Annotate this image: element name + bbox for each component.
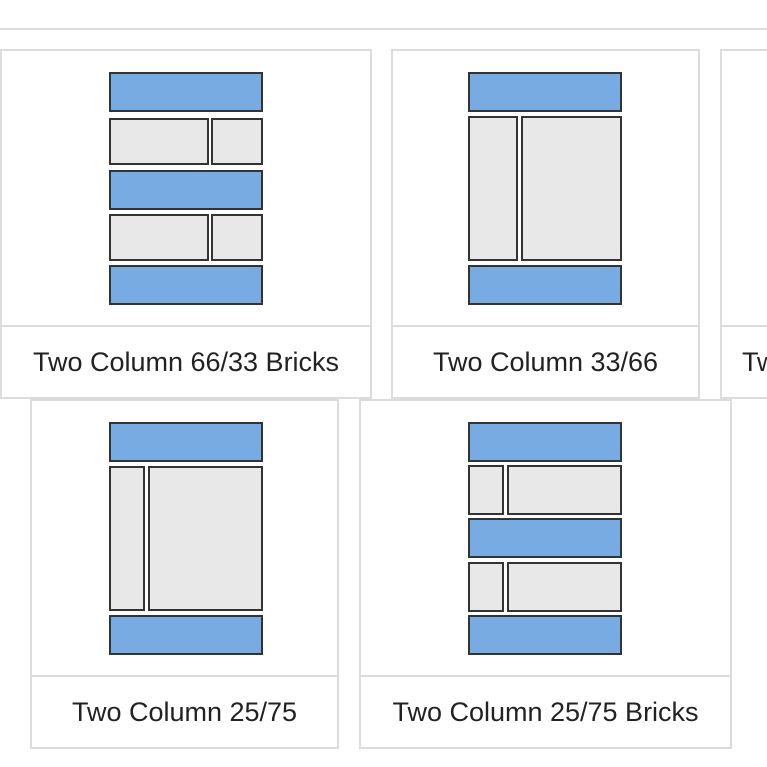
narrow-column-block (468, 465, 504, 515)
header-band-block (109, 72, 263, 112)
layout-preview-icon (32, 401, 337, 677)
layout-card-partial[interactable]: Tw (720, 49, 767, 399)
layout-preview-icon (361, 401, 730, 677)
narrow-column-block (211, 214, 263, 261)
layout-preview-icon (393, 51, 698, 327)
header-band-block (109, 422, 263, 462)
wide-column-block (507, 562, 622, 612)
layout-label: Two Column 25/75 (71, 696, 298, 727)
layout-card-two-column-33-66[interactable]: Two Column 33/66 (391, 49, 700, 399)
layout-card-two-column-25-75[interactable]: Two Column 25/75 (30, 399, 339, 749)
layout-card-two-column-25-75-bricks[interactable]: Two Column 25/75 Bricks (359, 399, 732, 749)
wide-column-block (148, 466, 263, 611)
footer-band-block (109, 265, 263, 305)
narrow-column-block (468, 562, 504, 612)
footer-band-block (468, 265, 622, 305)
wide-column-block (507, 465, 622, 515)
wide-column-block (109, 214, 209, 261)
footer-band-block (468, 615, 622, 655)
divider (0, 28, 767, 30)
layout-label: Two Column 66/33 Bricks (32, 346, 340, 377)
header-band-block (468, 72, 622, 112)
footer-band-block (109, 615, 263, 655)
layout-label: Two Column 25/75 Bricks (392, 696, 699, 727)
wide-column-block (521, 116, 622, 261)
layout-label: Two Column 33/66 (432, 346, 659, 377)
narrow-column-block (211, 118, 263, 165)
header-band-block (468, 422, 622, 462)
layout-preview-icon (2, 51, 370, 327)
layout-preview-icon (722, 51, 767, 327)
narrow-column-block (109, 466, 145, 611)
middle-band-block (109, 170, 263, 210)
wide-column-block (109, 118, 209, 165)
layout-card-two-column-66-33-bricks[interactable]: Two Column 66/33 Bricks (0, 49, 372, 399)
middle-band-block (468, 518, 622, 558)
layout-label: Tw (742, 346, 767, 377)
narrow-column-block (468, 116, 518, 261)
